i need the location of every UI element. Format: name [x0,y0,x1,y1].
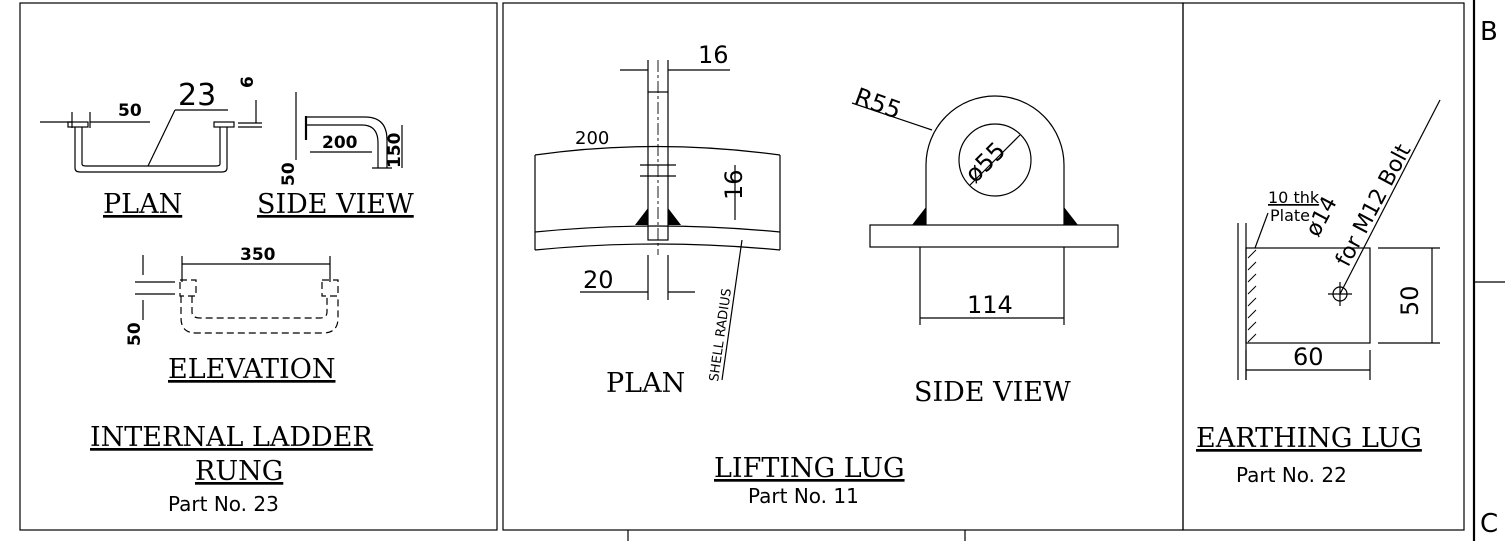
earthing-title: EARTHING LUG [1196,423,1422,454]
ladder-rung-panel: 23 50 6 200 150 50 PLAN SIDE VIEW [40,76,414,516]
rung-dim-50-elev: 50 [125,322,145,346]
lug-side-view-label: SIDE VIEW [914,377,1071,408]
lug-side-view [851,95,1119,325]
rung-dim-6: 6 [238,76,258,88]
rung-part-no: Part No. 23 [168,492,279,516]
lug-dim-16-mid: 16 [720,169,748,200]
earthing-dim-50: 50 [1396,285,1424,316]
lug-dim-16-top: 16 [698,41,729,69]
rung-dim-200: 200 [322,133,358,153]
lug-title: LIFTING LUG [714,453,905,484]
earthing-lug-view [1237,99,1441,380]
rung-plan-label: PLAN [103,189,182,220]
earthing-dim-60: 60 [1293,343,1324,371]
rung-dim-50-top: 50 [118,101,142,121]
lug-dim-200: 200 [575,128,609,149]
lifting-lug-panel: 16 200 16 20 SHELL RADIUS PLAN R55 ø55 1… [534,41,1119,508]
lug-dim-dia55: ø55 [959,136,1011,188]
rung-elevation-view [135,255,339,334]
rung-side-view [295,92,403,169]
rung-title-line1: INTERNAL LADDER [90,422,373,453]
lug-plan-view [534,60,781,381]
rung-side-view-label: SIDE VIEW [257,189,414,220]
rung-dim-50-side: 50 [279,162,299,186]
rung-dim-150: 150 [385,132,405,168]
rung-elevation-label: ELEVATION [168,354,335,385]
earthing-lug-panel: 10 thk Plate ø14 for M12 Bolt 50 60 EART… [1196,99,1441,487]
earthing-plate-line2: Plate [1270,206,1310,225]
earthing-plate-line1: 10 thk [1268,188,1320,207]
lug-shell-radius: SHELL RADIUS [707,288,735,383]
rung-title-line2: RUNG [195,456,283,487]
zone-letter-b: B [1480,17,1498,47]
lug-dim-r55: R55 [851,82,905,124]
sheet-frame [19,0,1505,541]
rung-plan-view [40,100,262,173]
lug-part-no: Part No. 11 [748,484,859,508]
earthing-bolt-line2: for M12 Bolt [1331,140,1416,271]
lug-dim-20: 20 [583,266,614,294]
rung-dim-350: 350 [240,245,276,265]
lug-dim-114: 114 [967,291,1013,319]
zone-letter-c: C [1480,509,1498,539]
rung-dim-23: 23 [178,78,216,113]
earthing-part-no: Part No. 22 [1236,463,1347,487]
lug-plan-label: PLAN [606,368,685,399]
